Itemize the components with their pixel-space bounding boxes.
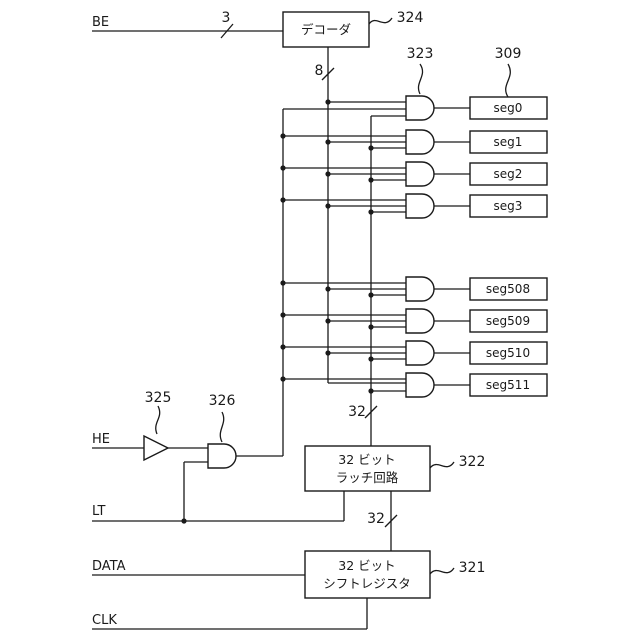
data-signal-label: DATA [92, 559, 126, 574]
be-bus-width: 3 [222, 10, 231, 26]
shift-label-line2: シフトレジスタ [323, 576, 411, 591]
junction-dot [368, 324, 373, 329]
junction-dot [280, 197, 285, 202]
latch-label-line2: ラッチ回路 [336, 470, 399, 485]
seg-label: seg508 [486, 282, 530, 296]
ref-325: 325 [145, 390, 172, 406]
seg-label: seg509 [486, 314, 530, 328]
ref-leader-326 [220, 412, 223, 442]
ref-leader-321 [430, 568, 454, 574]
shift-bus-width: 32 [367, 511, 385, 527]
junction-dot [368, 145, 373, 150]
junction-dot [181, 518, 186, 523]
seg-label: seg2 [494, 167, 523, 181]
ref-326: 326 [209, 393, 236, 409]
decoder-bus-width: 8 [315, 63, 324, 79]
ref-leader-309 [506, 64, 511, 97]
junction-dot [325, 318, 330, 323]
junction-dot [368, 209, 373, 214]
ref-leader-324 [369, 18, 392, 24]
and-gate-seg2 [406, 162, 434, 186]
junction-dot [368, 292, 373, 297]
decoder-label: デコーダ [301, 22, 351, 37]
ref-321: 321 [459, 560, 486, 576]
junction-dot [325, 139, 330, 144]
junction-dot [325, 203, 330, 208]
and-gate-seg3 [406, 194, 434, 218]
and-gate-seg508 [406, 277, 434, 301]
junction-dot [325, 99, 330, 104]
clk-signal-label: CLK [92, 613, 117, 628]
and-gate-seg509 [406, 309, 434, 333]
junction-dot [280, 312, 285, 317]
junction-dot [280, 280, 285, 285]
seg-label: seg1 [494, 135, 523, 149]
ref-309: 309 [495, 46, 522, 62]
and-gate-seg510 [406, 341, 434, 365]
and-gate-seg1 [406, 130, 434, 154]
ref-323: 323 [407, 46, 434, 62]
ref-324: 324 [397, 10, 424, 26]
shift-label-line1: 32 ビット [338, 558, 395, 573]
junction-dot [325, 350, 330, 355]
lt-signal-label: LT [92, 504, 105, 519]
buffer-325 [144, 436, 168, 460]
junction-dot [368, 356, 373, 361]
junction-dot [280, 165, 285, 170]
seg-label: seg3 [494, 199, 523, 213]
junction-dot [368, 388, 373, 393]
junction-dot [368, 177, 373, 182]
and-gate-seg511 [406, 373, 434, 397]
latch-label-line1: 32 ビット [338, 452, 395, 467]
seg-label: seg511 [486, 378, 530, 392]
junction-dot [280, 133, 285, 138]
be-signal-label: BE [92, 15, 109, 30]
junction-dot [325, 171, 330, 176]
ref-leader-325 [156, 406, 160, 434]
junction-dot [280, 376, 285, 381]
latch-bus-width: 32 [348, 404, 366, 420]
ref-322: 322 [459, 454, 486, 470]
seg-label: seg510 [486, 346, 530, 360]
and-gate-326 [208, 444, 236, 468]
junction-dot [325, 286, 330, 291]
he-signal-label: HE [92, 432, 110, 447]
junction-dot [280, 344, 285, 349]
ref-leader-322 [430, 462, 454, 468]
and-gate-seg0 [406, 96, 434, 120]
ref-leader-323 [418, 64, 422, 94]
seg-label: seg0 [494, 101, 523, 115]
